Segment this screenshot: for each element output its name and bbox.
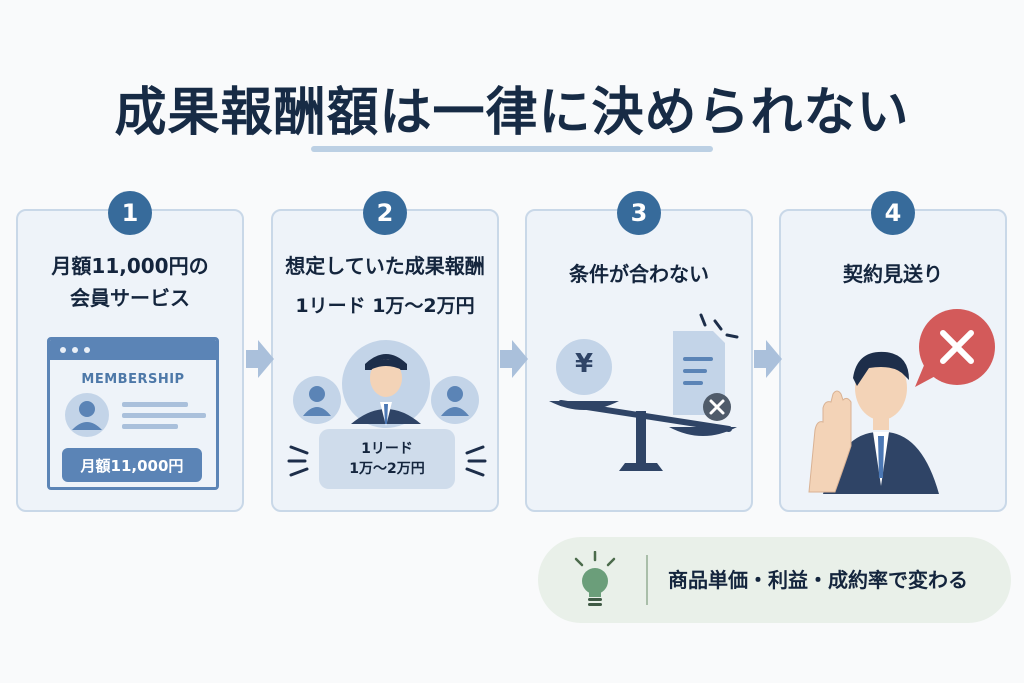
step-card-1: 月額11,000円の 会員サービス MEMBERSHIP 月額11,000円 <box>16 209 244 512</box>
browser-title-bar <box>50 340 216 360</box>
member-avatar-icon <box>65 393 206 437</box>
scale-icon <box>549 313 739 471</box>
tip-divider <box>646 555 648 605</box>
membership-label: MEMBERSHIP <box>81 372 185 387</box>
lead-price-badge: 1リード 1万〜2万円 <box>319 429 455 489</box>
title-underline <box>311 146 713 152</box>
step-number-1: 1 <box>108 191 152 235</box>
tip-text: 商品単価・利益・成約率で変わる <box>668 568 968 592</box>
window-dot-icon <box>84 347 90 353</box>
step-card-3: 条件が合わない ¥ <box>525 209 753 512</box>
arrow-right-icon <box>500 340 528 378</box>
businessman-declining-icon <box>808 351 939 494</box>
step-number-3: 3 <box>617 191 661 235</box>
reject-speech-bubble-icon <box>915 309 995 387</box>
membership-browser-window: MEMBERSHIP 月額11,000円 <box>47 337 219 490</box>
lead-badge-line1: 1リード <box>361 441 413 457</box>
arrow-right-icon <box>246 340 274 378</box>
window-dot-icon <box>60 347 66 353</box>
step-1-title-line1: 月額11,000円の <box>51 254 209 278</box>
yen-icon: ¥ <box>574 349 594 379</box>
tip-box: 商品単価・利益・成約率で変わる <box>538 537 1011 623</box>
window-dot-icon <box>72 347 78 353</box>
emphasis-marks-icon <box>287 445 487 477</box>
step-2-title: 想定していた成果報酬 <box>285 254 485 278</box>
step-card-2: 想定していた成果報酬 1リード 1万〜2万円 1リード 1万〜2万円 <box>271 209 499 512</box>
page-title: 成果報酬額は一律に決められない <box>114 83 910 143</box>
step-number-4: 4 <box>871 191 915 235</box>
step-4-title: 契約見送り <box>843 262 943 286</box>
step-number-2: 2 <box>363 191 407 235</box>
step-3-title: 条件が合わない <box>569 262 709 286</box>
step-card-4: 契約見送り <box>779 209 1007 512</box>
arrow-right-icon <box>754 340 782 378</box>
leads-people-icon <box>293 340 479 428</box>
step-2-subtitle: 1リード 1万〜2万円 <box>295 295 475 317</box>
step-1-title-line2: 会員サービス <box>70 286 190 310</box>
price-badge: 月額11,000円 <box>62 448 202 482</box>
lightbulb-icon <box>574 551 616 606</box>
lead-badge-line2: 1万〜2万円 <box>349 461 425 477</box>
